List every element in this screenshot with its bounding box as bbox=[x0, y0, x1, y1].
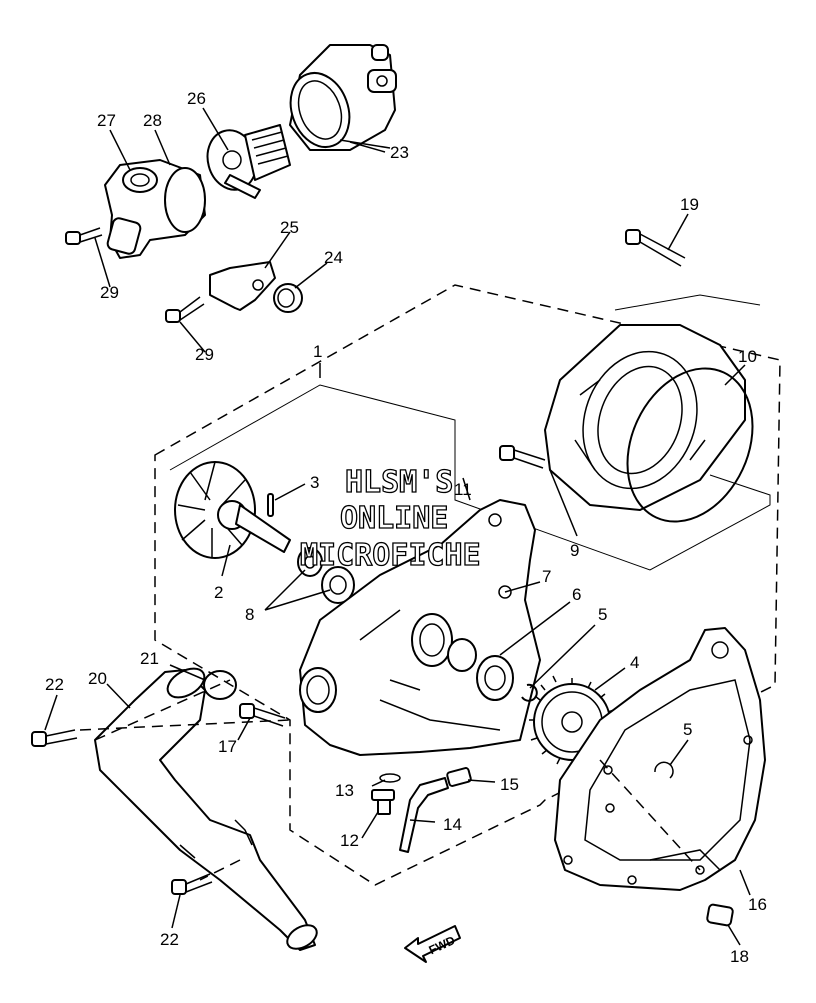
callout-19: 19 bbox=[680, 195, 699, 214]
bolt-22-lower bbox=[171, 873, 213, 895]
callout-7: 7 bbox=[542, 567, 551, 586]
o-ring-part bbox=[626, 367, 754, 523]
callout-21: 21 bbox=[140, 649, 159, 668]
callout-29a: 29 bbox=[100, 283, 119, 302]
watermark-line-2: ONLINE bbox=[340, 501, 448, 536]
thermostat-cover-part bbox=[104, 159, 206, 259]
thermostat-housing-part bbox=[289, 44, 397, 151]
watermark-line-1: HLSM'S bbox=[345, 465, 453, 500]
callout-22a: 22 bbox=[45, 675, 64, 694]
callout-24: 24 bbox=[324, 248, 343, 267]
callout-15: 15 bbox=[500, 775, 519, 794]
callout-11: 11 bbox=[454, 480, 472, 499]
pump-housing-part bbox=[299, 499, 541, 756]
callout-25: 25 bbox=[280, 218, 299, 237]
inner-boundary bbox=[169, 384, 771, 571]
thermostat-part bbox=[206, 124, 291, 199]
leader-lines bbox=[44, 107, 751, 946]
seal-part-a bbox=[297, 547, 323, 577]
watermark-line-3: MICROFICHE bbox=[300, 538, 481, 573]
forward-direction-arrow: FWD bbox=[404, 925, 461, 963]
callout-20: 20 bbox=[88, 669, 107, 688]
callout-14: 14 bbox=[443, 815, 462, 834]
circlip-part bbox=[521, 683, 538, 702]
bracket-part bbox=[209, 261, 276, 311]
gasket-part bbox=[554, 627, 766, 891]
callout-28: 28 bbox=[143, 111, 162, 130]
impeller-part bbox=[174, 461, 291, 559]
callout-12: 12 bbox=[340, 831, 359, 850]
callout-23: 23 bbox=[390, 143, 409, 162]
callout-5b: 5 bbox=[683, 720, 692, 739]
fitting-part bbox=[446, 767, 472, 787]
callout-1: 1 bbox=[313, 342, 322, 361]
callout-29b: 29 bbox=[195, 345, 214, 364]
grommet-part bbox=[273, 283, 303, 313]
bolt-22-upper bbox=[31, 729, 78, 747]
callout-27: 27 bbox=[97, 111, 116, 130]
callout-2: 2 bbox=[214, 583, 223, 602]
callout-labels: 1 2 3 4 5 5 6 7 8 9 10 11 12 13 14 15 16… bbox=[45, 89, 767, 966]
callout-13: 13 bbox=[335, 781, 354, 800]
callout-5a: 5 bbox=[598, 605, 607, 624]
callout-17: 17 bbox=[218, 737, 237, 756]
plug-part bbox=[706, 903, 734, 927]
callout-8: 8 bbox=[245, 605, 254, 624]
pipe-part bbox=[399, 777, 449, 853]
pipe-o-ring-part bbox=[203, 670, 237, 700]
bolt-29-upper bbox=[65, 227, 103, 245]
callout-26: 26 bbox=[187, 89, 206, 108]
callout-10: 10 bbox=[738, 347, 757, 366]
pin-part bbox=[267, 493, 274, 517]
callout-18: 18 bbox=[730, 947, 749, 966]
callout-3: 3 bbox=[310, 473, 319, 492]
watermark: HLSM'S ONLINE MICROFICHE bbox=[299, 464, 481, 573]
callout-22b: 22 bbox=[160, 930, 179, 949]
seal-part-b bbox=[321, 566, 355, 604]
callout-6: 6 bbox=[572, 585, 581, 604]
bolt-29-lower bbox=[165, 296, 205, 323]
callout-16: 16 bbox=[748, 895, 767, 914]
drain-bolt-part bbox=[371, 773, 401, 815]
pump-cover-part bbox=[544, 324, 746, 511]
callout-4: 4 bbox=[630, 653, 639, 672]
bolt-11 bbox=[499, 445, 546, 469]
callout-9: 9 bbox=[570, 541, 579, 560]
bolt-19 bbox=[625, 229, 686, 267]
